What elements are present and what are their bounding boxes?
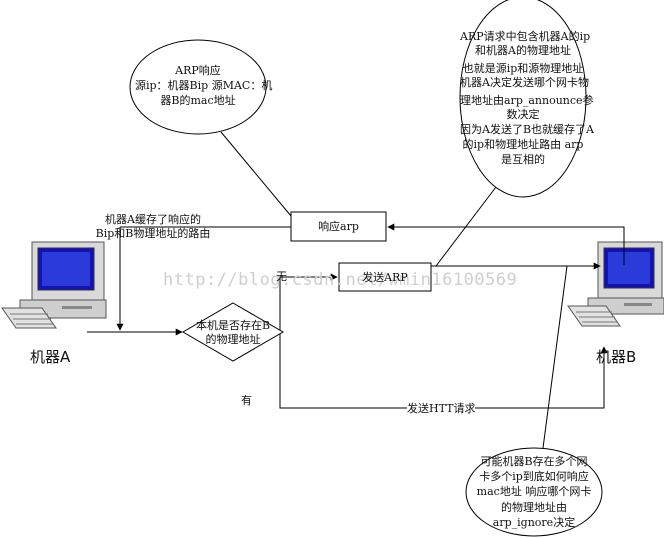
callout-multi-nic-pointer: [542, 265, 568, 449]
callout-arp-response-line-2: 源ip：机器Bip 源MAC：机: [135, 79, 273, 92]
yes-branch-label: 有: [241, 394, 252, 407]
callout-multi-nic-line-5: arp_ignore决定: [492, 516, 576, 529]
callout-arp-request-line-3: 也就是源ip和源物理地址: [462, 62, 584, 75]
callout-arp-response-ellipse: [129, 39, 267, 135]
computer-b-icon: [567, 241, 664, 327]
no-branch-label: 无: [276, 270, 287, 283]
machine-a-label: 机器A: [30, 348, 71, 366]
machine-b-label: 机器B: [596, 348, 637, 366]
decision-text-line-1: 本机是否存在B: [195, 319, 271, 332]
callout-multi-nic-line-1: 可能机器B存在多个网: [480, 455, 588, 468]
decision-text-line-2: 的物理地址: [205, 333, 261, 346]
callout-arp-request-ellipse: [459, 0, 587, 198]
connector-lines: [87, 223, 625, 409]
callout-arp-request-line-6: 数决定: [506, 108, 540, 121]
callout-arp-response-line-3: 器B的mac地址: [160, 94, 236, 107]
callout-arp-request-line-5: 理地址由arp_announce参: [460, 94, 594, 107]
decision-diamond: [182, 302, 284, 362]
computer-a-icon: [1, 241, 107, 329]
callout-arp-request-line-1: ARP请求中包含机器A的ip: [460, 30, 591, 43]
callout-arp-request-line-7: 因为A发送了B也就缓存了A: [460, 123, 594, 136]
callout-multi-nic-line-4: 的物理地址由: [501, 501, 567, 514]
arp-response-box-label: 响应arp: [318, 220, 359, 233]
watermark-text: http://blog.csdn.net/wmin16100569: [163, 270, 518, 290]
callout-multi-nic-line-3: mac地址 响应哪个网卡: [476, 485, 592, 498]
callout-multi-nic-line-2: 卡多个ip到底如何响应: [479, 470, 589, 483]
callout-arp-response-line-1: ARP响应: [175, 64, 221, 77]
callout-arp-response-pointer: [220, 131, 297, 223]
send-arp-box-label: 发送ARP: [362, 271, 408, 284]
callout-multi-nic-ellipse: [465, 447, 603, 537]
callout-arp-request-line-9: 是互相的: [501, 153, 545, 166]
callout-arp-request-line-4: 机器A决定发送哪个网卡物: [460, 76, 589, 89]
send-http-label: 发送HTT请求: [407, 402, 476, 415]
cache-note-line-1: 机器A缓存了响应的: [105, 213, 201, 226]
callout-arp-request-line-8: 的ip和物理地址路由 arp: [462, 138, 584, 151]
callout-arp-request-line-2: 和机器A的物理地址: [475, 44, 571, 57]
cache-note-line-2: Bip和B物理地址的路由: [95, 227, 211, 240]
send-arp-box: [338, 262, 432, 292]
arp-response-box: [290, 211, 387, 242]
